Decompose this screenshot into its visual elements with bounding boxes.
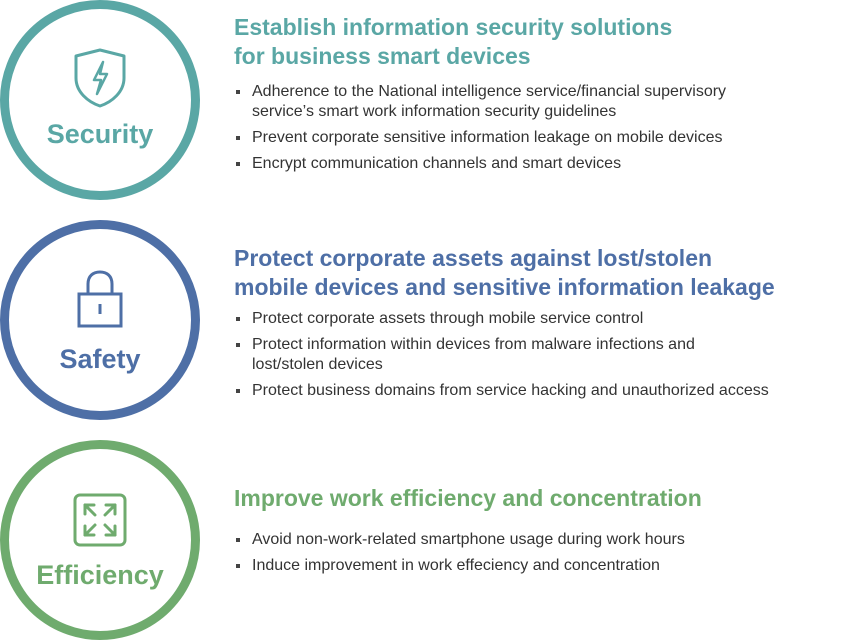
list-item: Prevent corporate sensitive information … [234,128,834,148]
efficiency-title-line-1: Improve work efficiency and concentratio… [234,485,702,511]
security-label: Security [46,119,154,149]
security-title-line-2: for business smart devices [234,43,531,69]
list-item: Encrypt communication channels and smart… [234,154,834,174]
safety-label: Safety [59,344,141,374]
shield-bolt-icon [74,48,126,108]
safety-title-line-2: mobile devices and sensitive information… [234,274,775,300]
safety-title: Protect corporate assets against lost/st… [234,244,775,302]
security-ring [0,0,200,200]
efficiency-label: Efficiency [36,560,164,590]
list-item: Protect corporate assets through mobile … [234,309,834,329]
list-item: Protect business domains from service ha… [234,381,834,401]
list-item: Adherence to the National intelligence s… [234,82,782,122]
list-item: Protect information within devices from … [234,335,752,375]
efficiency-bullets: Avoid non-work-related smartphone usage … [234,530,834,582]
safety-bullets: Protect corporate assets through mobile … [234,309,834,407]
efficiency-ring [0,440,200,640]
expand-arrows-icon [73,493,127,547]
security-bullets: Adherence to the National intelligence s… [234,82,834,180]
safety-ring [0,220,200,420]
lock-icon [77,270,123,328]
list-item: Induce improvement in work effeciency an… [234,556,834,576]
security-title: Establish information security solutions… [234,13,672,71]
efficiency-title: Improve work efficiency and concentratio… [234,484,702,513]
safety-title-line-1: Protect corporate assets against lost/st… [234,245,713,271]
list-item: Avoid non-work-related smartphone usage … [234,530,834,550]
security-title-line-1: Establish information security solutions [234,14,673,40]
